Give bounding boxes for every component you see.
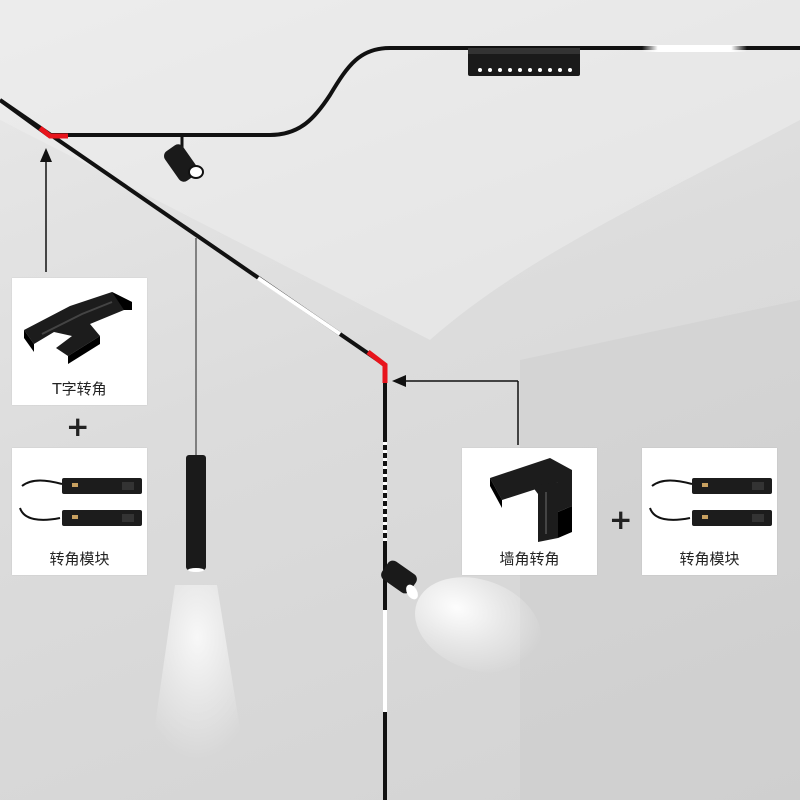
t-corner-arrow-icon — [40, 148, 52, 162]
corner-module-label-right: 转角模块 — [679, 550, 740, 568]
corner-module-icon-right — [649, 478, 772, 526]
wall-corner-connector-icon — [490, 458, 572, 542]
corner-module-card-right: 转角模块 — [642, 448, 777, 575]
corner-module-icon — [19, 478, 142, 526]
corner-module-label-left: 转角模块 — [49, 550, 110, 568]
track-spotlight-top — [164, 137, 204, 182]
curved-track — [0, 46, 800, 137]
linear-light-strip — [642, 45, 747, 52]
t-connector-red — [38, 126, 68, 139]
ceiling-highlight — [0, 0, 800, 340]
t-corner-label: T字转角 — [52, 380, 107, 398]
t-connector-icon — [24, 292, 132, 364]
plus-sign-right: + — [609, 503, 633, 536]
wall-corner-label: 墙角转角 — [499, 550, 560, 568]
dotted-light-section — [383, 442, 387, 541]
wall-spotlight — [381, 560, 541, 673]
t-corner-card: T字转角 — [12, 278, 147, 405]
plus-sign-left: + — [66, 410, 90, 443]
grille-light — [468, 48, 580, 76]
wall-corner-connector-red — [366, 350, 388, 383]
diagonal-light-section — [256, 276, 342, 336]
pendant-light — [150, 238, 245, 760]
corner-module-card-left: 转角模块 — [12, 448, 147, 575]
wall-corner-card: 墙角转角 — [462, 448, 597, 575]
wall-corner-arrow-icon — [392, 375, 406, 387]
wall-corner-leader — [406, 380, 519, 445]
